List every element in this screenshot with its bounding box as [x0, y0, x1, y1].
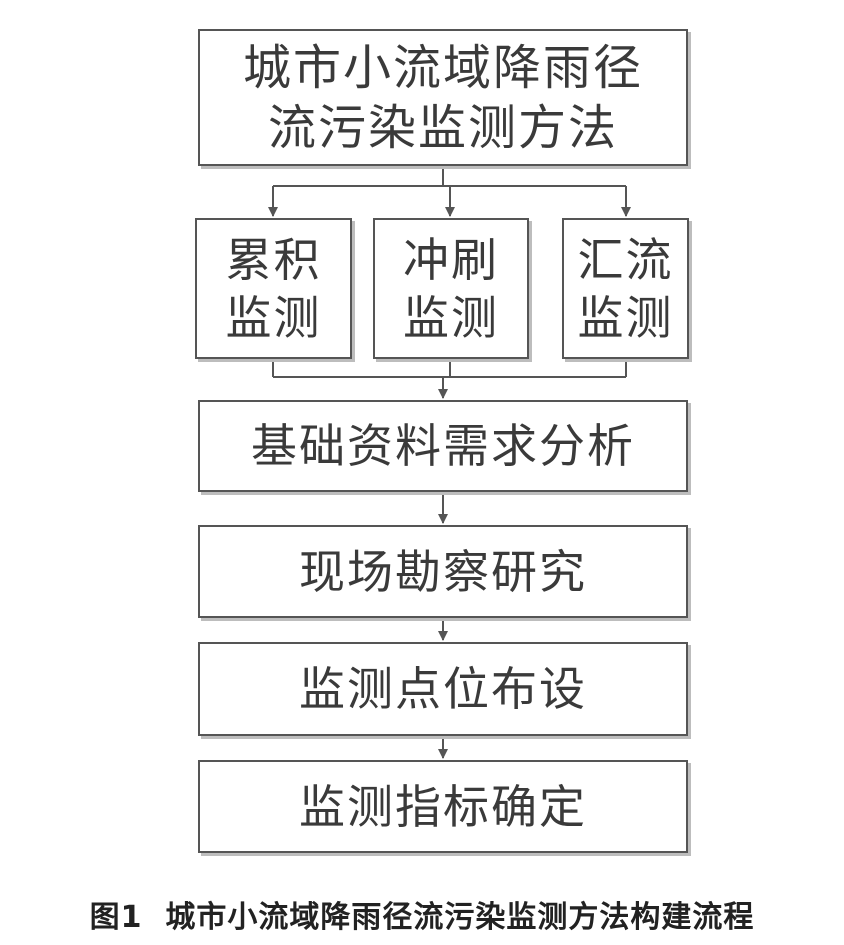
figure-caption-label: 图1 [89, 900, 143, 935]
step-text-monitoring-indicators: 监测指标确定 [299, 779, 587, 834]
figure-caption: 图1 城市小流域降雨径流污染监测方法构建流程 [0, 892, 844, 936]
step-text-site-survey: 现场勘察研究 [299, 544, 587, 599]
method-title-text: 城市小流域降雨径流污染监测方法 [242, 39, 643, 156]
step-box-basic-data-analysis: 基础资料需求分析 [198, 400, 688, 492]
step-text-basic-data-analysis: 基础资料需求分析 [251, 419, 635, 473]
step-text-monitoring-points: 监测点位布设 [299, 662, 587, 716]
branch-box-accumulation: 累积监测 [195, 218, 352, 359]
figure-caption-text: 城市小流域降雨径流污染监测方法构建流程 [165, 900, 755, 935]
step-box-monitoring-points: 监测点位布设 [198, 642, 688, 736]
method-title-box: 城市小流域降雨径流污染监测方法 [198, 29, 688, 166]
branch-text-flushing: 冲刷监测 [403, 232, 499, 345]
branch-box-flushing: 冲刷监测 [373, 218, 529, 359]
step-box-site-survey: 现场勘察研究 [198, 525, 688, 618]
branch-box-confluence: 汇流监测 [562, 218, 689, 359]
step-box-monitoring-indicators: 监测指标确定 [198, 760, 688, 853]
branch-text-confluence: 汇流监测 [577, 232, 674, 345]
branch-text-accumulation: 累积监测 [225, 232, 322, 345]
